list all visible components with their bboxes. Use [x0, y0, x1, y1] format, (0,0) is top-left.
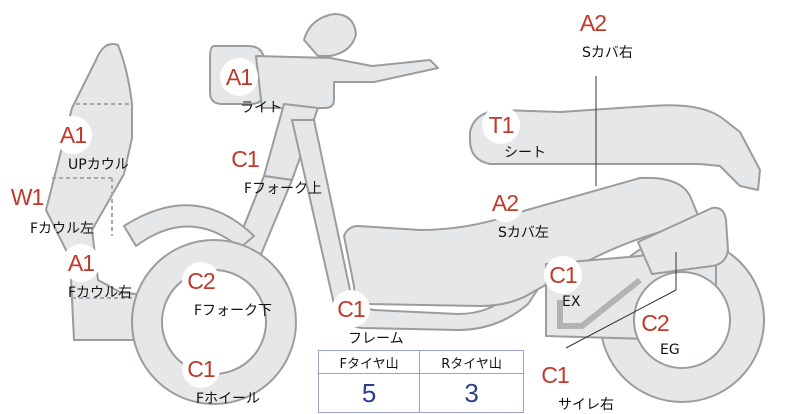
- grade-seat: T1: [482, 106, 520, 144]
- grade-f-wheel: C1: [182, 350, 220, 388]
- front-tread-header: Fタイヤ山: [317, 350, 421, 374]
- front-tread-value: 5: [317, 373, 421, 413]
- label-f-fork-lower: Fフォーク下: [194, 303, 273, 319]
- grade-engine: C2: [636, 304, 674, 342]
- label-frame: フレーム: [348, 331, 404, 347]
- rear-tread-value: 3: [419, 373, 524, 413]
- label-seat: シート: [504, 145, 546, 161]
- grade-s-cover-left: A2: [486, 184, 524, 222]
- grade-f-fork-upper: C1: [226, 140, 264, 178]
- label-f-fork-upper: Fフォーク上: [244, 181, 323, 197]
- handlebar-body-shape: [255, 55, 439, 109]
- rear-tread-header: Rタイヤ山: [419, 350, 524, 374]
- grade-f-cowl-left: W1: [8, 178, 46, 216]
- grade-muffler-right: C1: [536, 356, 574, 394]
- label-exhaust: EX: [562, 294, 581, 310]
- label-muffler-right: サイレ右: [558, 397, 614, 413]
- tire-tread-table: Fタイヤ山 Rタイヤ山 5 3: [317, 350, 524, 413]
- grade-up-cowl: A1: [54, 116, 92, 154]
- rear-hub-shape: [633, 271, 731, 369]
- label-f-wheel: Fホイール: [196, 391, 261, 407]
- label-light: ライト: [240, 100, 282, 116]
- label-f-cowl-left: Fカウル左: [30, 221, 95, 237]
- grade-exhaust: C1: [544, 256, 582, 294]
- label-s-cover-right: Sカバ右: [582, 45, 633, 61]
- label-s-cover-left: Sカバ左: [498, 225, 549, 241]
- grade-f-cowl-right: A1: [62, 244, 100, 282]
- exhaust-pipe-shape: [557, 277, 642, 329]
- grade-light: A1: [220, 58, 258, 96]
- label-up-cowl: UPカウル: [68, 157, 129, 173]
- rear-shock-shape: [637, 206, 729, 275]
- label-engine: EG: [660, 342, 680, 358]
- grade-s-cover-right: A2: [574, 4, 612, 42]
- front-fender-shape: [123, 204, 255, 249]
- grade-frame: C1: [332, 290, 370, 328]
- label-f-cowl-right: Fカウル右: [68, 285, 133, 301]
- grade-f-fork-lower: C2: [182, 262, 220, 300]
- mirror-shape: [303, 13, 357, 57]
- side-cover-shape: [343, 176, 701, 307]
